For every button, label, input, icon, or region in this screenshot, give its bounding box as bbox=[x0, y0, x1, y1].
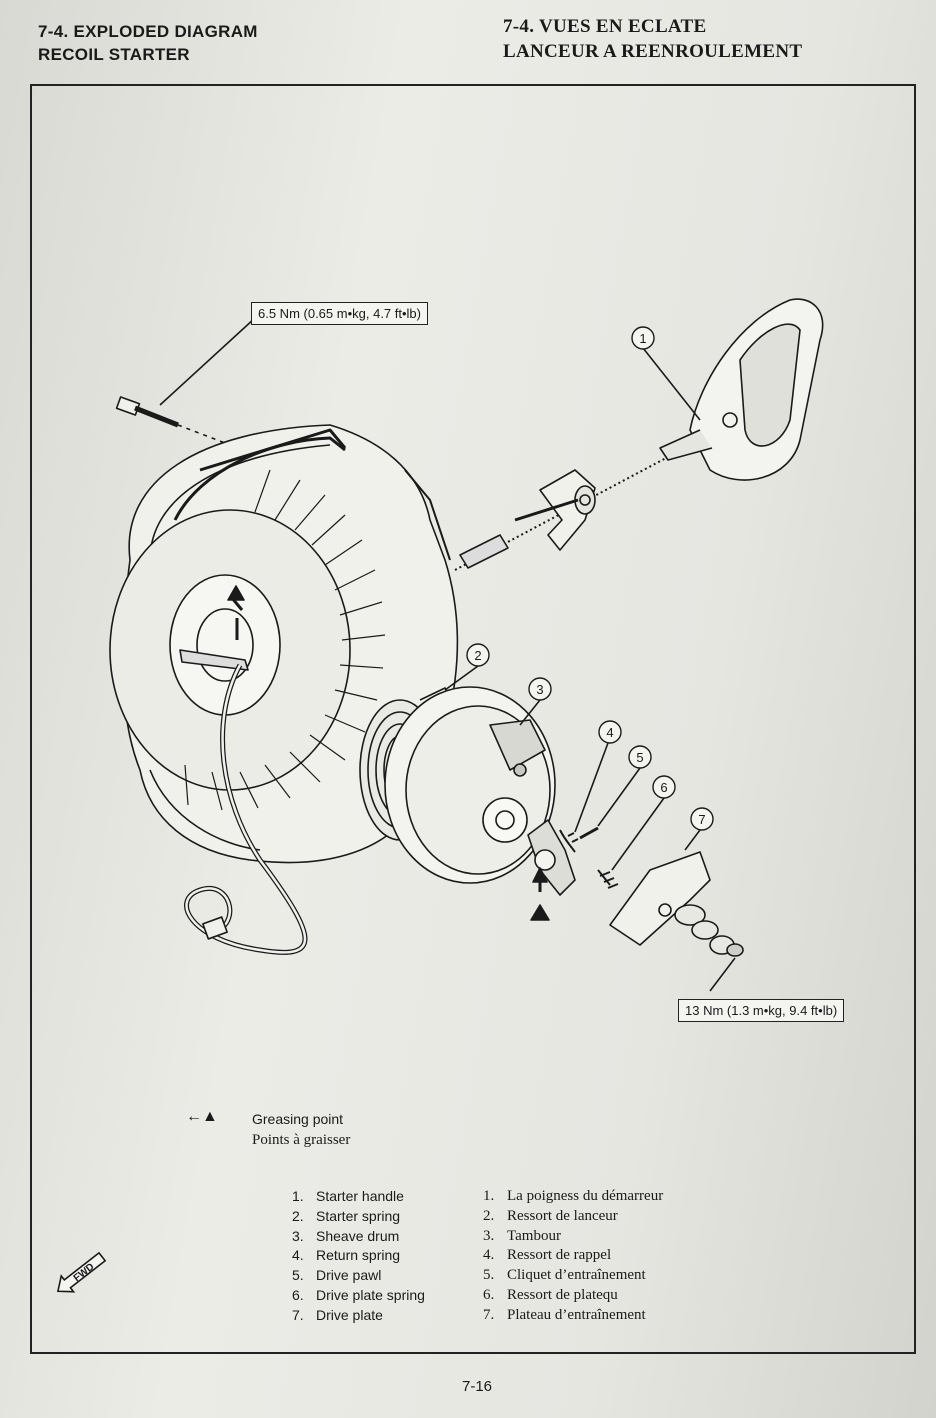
mounting-bolt bbox=[115, 396, 226, 444]
greasing-legend-fr: Points à graisser bbox=[252, 1132, 351, 1148]
callout-number-6: 6 bbox=[660, 780, 667, 795]
part-name-fr: Ressort de platequ bbox=[507, 1286, 618, 1303]
part-number: 4. bbox=[292, 1247, 304, 1264]
nut-torque-callout: 13 Nm (1.3 m•kg, 9.4 ft•lb) bbox=[678, 999, 845, 1022]
greasing-legend-en: Greasing point bbox=[252, 1111, 344, 1127]
part-number: 6. bbox=[292, 1286, 304, 1303]
page-number: 7-16 bbox=[462, 1378, 493, 1395]
parts-list-item: 2. Ressort de lanceur bbox=[483, 1207, 663, 1227]
section-subtitle-fr: LANCEUR A REENROULEMENT bbox=[503, 41, 803, 62]
section-heading-fr: 7-4. VUES EN ECLATE LANCEUR A REENROULEM… bbox=[503, 14, 802, 64]
part-name-fr: Plateau d’entraînement bbox=[507, 1306, 646, 1323]
callout-circle-3 bbox=[528, 677, 552, 701]
rope-clip bbox=[202, 916, 228, 940]
part-name-fr: La poigness du démarreur bbox=[507, 1188, 664, 1204]
parts-list-fr: 1. La poigness du démarreur 2. Ressort de … bbox=[483, 1187, 663, 1326]
part-name-en: Starter handle bbox=[316, 1188, 404, 1204]
parts-list-item: 3. Sheave drum bbox=[292, 1227, 425, 1247]
part-number: 7. bbox=[483, 1306, 495, 1323]
part-name-en: Drive plate bbox=[316, 1306, 383, 1323]
callout-circle-7 bbox=[690, 807, 714, 831]
callout-circle-6 bbox=[652, 775, 676, 799]
diagram-frame bbox=[30, 84, 916, 1354]
part-name-en: Starter spring bbox=[316, 1207, 401, 1224]
callout-number-3: 3 bbox=[536, 682, 543, 697]
part-number: 6. bbox=[483, 1286, 495, 1303]
drive-plate-spring bbox=[597, 869, 619, 889]
section-title-fr: 7-4. VUES EN ECLATE bbox=[503, 16, 707, 37]
part-number: 2. bbox=[292, 1207, 304, 1224]
parts-list-item: 6. Drive plate spring bbox=[292, 1286, 425, 1306]
parts-list-item: 5. Drive pawl bbox=[292, 1266, 425, 1286]
callout-circle-5 bbox=[628, 745, 652, 769]
part-name-fr: Cliquet d’entraînement bbox=[507, 1267, 646, 1284]
callout-circle-1 bbox=[631, 326, 655, 350]
callout-number-2: 2 bbox=[474, 648, 481, 663]
part-number: 1. bbox=[483, 1188, 495, 1204]
greasing-legend: Greasing point Points à graisser bbox=[252, 1109, 350, 1151]
part-number: 5. bbox=[292, 1267, 304, 1284]
part-name-en: Drive plate spring bbox=[316, 1286, 425, 1303]
rope-grommet bbox=[459, 534, 509, 569]
drive-pawl bbox=[527, 819, 599, 896]
greasing-point-symbol: ←▲ bbox=[186, 1108, 218, 1125]
fwd-arrow-icon: FWD bbox=[56, 1251, 107, 1293]
rope-guide-bracket bbox=[514, 469, 596, 551]
center-nut bbox=[674, 904, 744, 957]
part-name-en: Sheave drum bbox=[316, 1227, 400, 1244]
part-number: 2. bbox=[483, 1207, 495, 1224]
parts-list-en: 1. Starter handle 2. Starter spring 3. Shea… bbox=[292, 1187, 425, 1326]
part-number: 7. bbox=[292, 1306, 304, 1323]
drive-plate bbox=[609, 851, 711, 946]
part-name-en: Drive pawl bbox=[316, 1267, 382, 1284]
bolt-leader-line bbox=[159, 317, 256, 406]
section-title-en: 7-4. EXPLODED DIAGRAM bbox=[38, 22, 258, 41]
section-subtitle-en: RECOIL STARTER bbox=[38, 45, 190, 64]
part-number: 5. bbox=[483, 1267, 495, 1284]
section-heading-en: 7-4. EXPLODED DIAGRAM RECOIL STARTER bbox=[38, 20, 258, 66]
parts-list-item: 2. Starter spring bbox=[292, 1207, 425, 1227]
parts-list-item: 4. Ressort de rappel bbox=[483, 1246, 663, 1266]
callout-number-4: 4 bbox=[606, 725, 613, 740]
starter-handle bbox=[659, 298, 824, 481]
part-name-en: Return spring bbox=[316, 1247, 401, 1264]
parts-list-item: 5. Cliquet d’entraînement bbox=[483, 1266, 663, 1286]
part-name-fr: Tambour bbox=[507, 1227, 561, 1244]
callout-number-1: 1 bbox=[639, 331, 646, 346]
callout-circle-4 bbox=[598, 720, 622, 744]
part-number: 3. bbox=[292, 1227, 304, 1244]
bolt-torque-callout: 6.5 Nm (0.65 m•kg, 4.7 ft•lb) bbox=[251, 302, 428, 325]
parts-list-item: 6. Ressort de platequ bbox=[483, 1286, 663, 1306]
parts-list-item: 1. Starter handle bbox=[292, 1187, 425, 1207]
part-number: 3. bbox=[483, 1227, 495, 1244]
parts-list-item: 3. Tambour bbox=[483, 1227, 663, 1247]
callout-circle-2 bbox=[466, 643, 490, 667]
nut-leader-line bbox=[709, 957, 736, 992]
part-number: 4. bbox=[483, 1247, 495, 1264]
sheave-drum bbox=[384, 686, 556, 884]
parts-list-item: 7. Drive plate bbox=[292, 1306, 425, 1326]
part-name-fr: Ressort de lanceur bbox=[507, 1207, 618, 1224]
callout-number-5: 5 bbox=[636, 750, 643, 765]
return-spring bbox=[559, 829, 579, 853]
part-name-fr: Ressort de rappel bbox=[507, 1247, 612, 1264]
callout-number-7: 7 bbox=[698, 812, 705, 827]
parts-list-item: 7. Plateau d’entraînement bbox=[483, 1306, 663, 1326]
parts-list-item: 1. La poigness du démarreur bbox=[483, 1187, 663, 1207]
parts-list-item: 4. Return spring bbox=[292, 1246, 425, 1266]
grease-triangle-housing bbox=[227, 585, 245, 601]
part-number: 1. bbox=[292, 1188, 304, 1204]
grease-triangle-pawl bbox=[530, 904, 550, 921]
